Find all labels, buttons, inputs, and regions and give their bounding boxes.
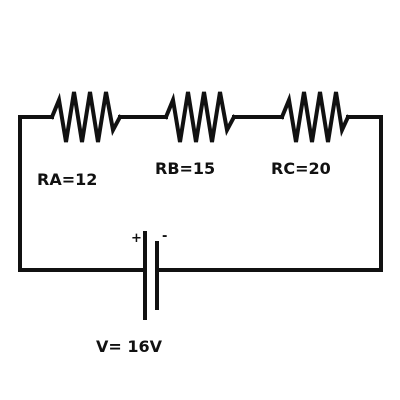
resistor-a-symbol	[49, 91, 123, 143]
battery-positive-sign: +	[131, 231, 142, 246]
resistor-b-symbol	[163, 91, 237, 143]
battery-voltage-label: V= 16V	[96, 337, 163, 356]
resistor-c-symbol	[279, 91, 351, 143]
resistor-c-label: RC=20	[271, 159, 331, 178]
resistor-b-label: RB=15	[155, 159, 215, 178]
battery-negative-sign: -	[162, 229, 167, 244]
resistor-a-label: RA=12	[37, 170, 97, 189]
